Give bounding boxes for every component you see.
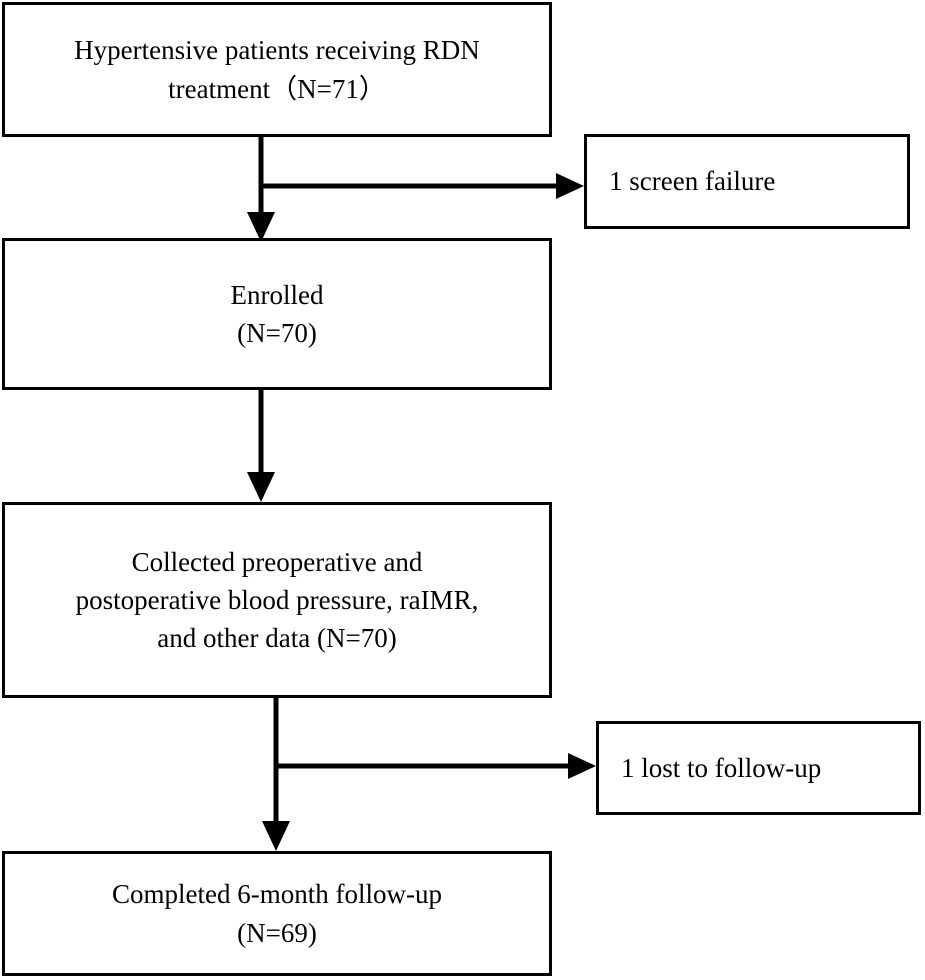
edge-data-collection-to-completed [262,698,290,851]
node-completed-followup-line-2: (N=69) [237,917,317,948]
node-enrolled-line-2: (N=70) [237,318,317,348]
node-enrolled-line-1: Enrolled [230,279,324,310]
node-completed-followup-line-1: Completed 6-month follow-up [112,879,442,910]
edge-enrollment-to-enrolled [247,137,275,242]
node-data-collection-line-3: and other data (N=70) [157,623,397,654]
node-lost-to-followup-line-1: 1 lost to follow-up [621,752,822,783]
node-completed-followup: Completed 6-month follow-up (N=69) [2,851,552,976]
edge-enrolled-to-data-collection [247,390,275,502]
node-enrollment-line-1: Hypertensive patients receiving RDN [74,35,480,66]
node-enrolled: Enrolled (N=70) [2,238,552,390]
edge-enrollment-to-screen-failure [261,173,584,199]
node-screen-failure-line-1: 1 screen failure [609,166,776,197]
node-data-collection-line-1: Collected preoperative and [131,546,423,577]
node-screen-failure: 1 screen failure [584,134,910,229]
edge-data-collection-to-lost-followup [276,753,596,779]
node-enrollment-line-2: treatment（N=71） [168,73,386,104]
node-data-collection: Collected preoperative and postoperative… [2,502,552,698]
node-enrollment: Hypertensive patients receiving RDN trea… [2,2,552,137]
node-data-collection-line-2: postoperative blood pressure, raIMR, [75,584,479,615]
node-lost-to-followup: 1 lost to follow-up [596,721,921,815]
